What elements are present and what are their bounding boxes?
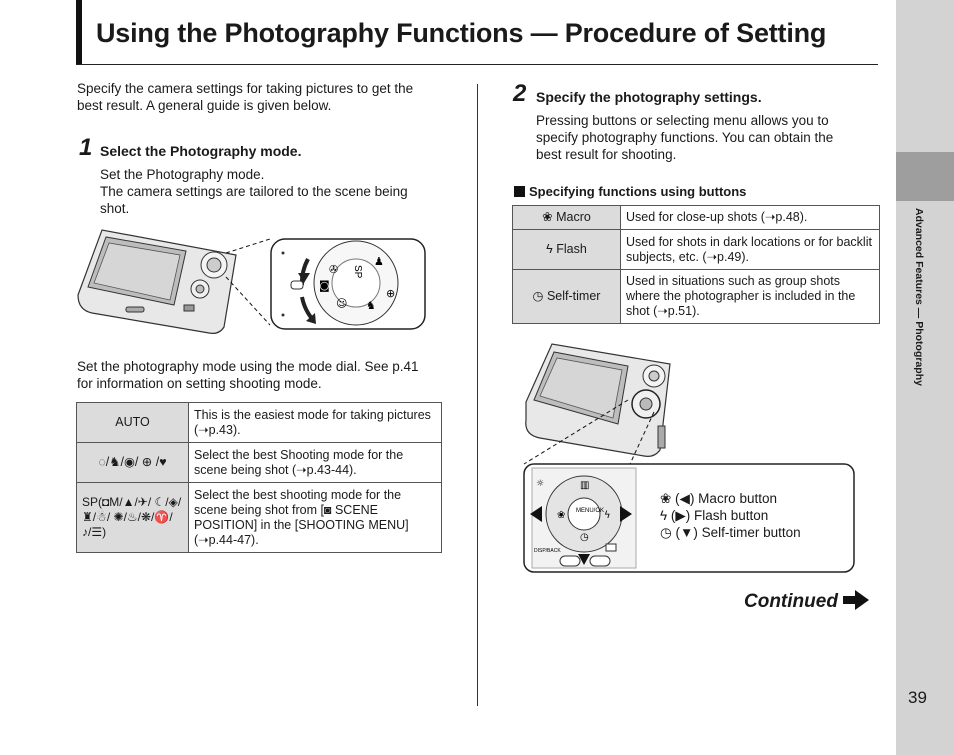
macro-icon: ❀ bbox=[542, 210, 553, 224]
button-key: ◷ Self-timer bbox=[512, 269, 621, 324]
natural-mode-icon: ☺ bbox=[336, 297, 347, 310]
dial-note-line: for information on setting shooting mode… bbox=[77, 376, 322, 391]
square-bullet-icon bbox=[514, 186, 525, 197]
mode-dial-illustration: SP ◙ ✇ ♟ ☺ ♞ ⊕ bbox=[77, 229, 426, 334]
mode-key: AUTO bbox=[76, 402, 189, 443]
mode-table: AUTO This is the easiest mode for taking… bbox=[76, 402, 442, 553]
macro-icon: ❀ bbox=[557, 510, 565, 521]
intro-line: best result. A general guide is given be… bbox=[77, 98, 332, 113]
button-label: Flash bbox=[556, 242, 587, 256]
step-body-line: The camera settings are tailored to the … bbox=[100, 184, 408, 199]
button-label: Self-timer bbox=[546, 289, 601, 303]
zoom-mode-icon: ⊕ bbox=[386, 287, 395, 300]
column-divider bbox=[477, 84, 478, 706]
portrait-mode-icon: ♟ bbox=[374, 255, 384, 268]
self-timer-icon: ◷ bbox=[580, 532, 589, 543]
button-desc: Used for close-up shots (➝p.48). bbox=[620, 205, 880, 230]
dial-sp-label: SP bbox=[352, 265, 363, 279]
button-key: ϟ Flash bbox=[512, 229, 621, 270]
button-key: ❀ Macro bbox=[512, 205, 621, 230]
continued-text: Continued bbox=[744, 591, 838, 612]
button-label: Macro bbox=[556, 210, 591, 224]
section-tab bbox=[896, 152, 954, 201]
table-row: ◌/♞/◉/ ⊕ /♥ Select the best Shooting mod… bbox=[76, 442, 442, 483]
page-number: 39 bbox=[908, 688, 927, 707]
step-number: 1 bbox=[79, 134, 93, 161]
page-title: Using the Photography Functions — Proced… bbox=[96, 18, 827, 48]
button-desc: Used in situations such as group shots w… bbox=[620, 269, 880, 324]
mode-key: SP(◘M/▲/✈/ ☾/◈/♜/☃/ ✺/♨/❋/♈/ ♪/☰) bbox=[76, 482, 189, 553]
mode-key: ◌/♞/◉/ ⊕ /♥ bbox=[76, 442, 189, 483]
mode-desc: This is the easiest mode for taking pict… bbox=[188, 402, 442, 443]
table-row: SP(◘M/▲/✈/ ☾/◈/♜/☃/ ✺/♨/❋/♈/ ♪/☰) Select… bbox=[76, 482, 442, 553]
menu-ok-label: MENU/OK bbox=[576, 508, 604, 514]
table-row: AUTO This is the easiest mode for taking… bbox=[76, 402, 442, 443]
button-pad-closeup: MENU/OK ❀ ϟ ◷ ▥ DISP/BACK ☼ bbox=[523, 463, 855, 573]
intro-text: Specify the camera settings for taking p… bbox=[77, 80, 413, 114]
mode-desc: Select the best Shooting mode for the sc… bbox=[188, 442, 442, 483]
step-body-line: Pressing buttons or selecting menu allow… bbox=[536, 113, 829, 128]
continued-label: Continued bbox=[744, 590, 870, 613]
section-heading-text: Specifying functions using buttons bbox=[529, 184, 747, 199]
flash-legend: ϟ (▶) Flash button bbox=[660, 508, 769, 523]
dial-note-line: Set the photography mode using the mode … bbox=[77, 359, 419, 374]
flash-icon: ϟ bbox=[604, 510, 611, 521]
timer-legend: ◷ (▼) Self-timer button bbox=[660, 525, 801, 540]
title-accent-bar bbox=[76, 0, 82, 64]
dial-note: Set the photography mode using the mode … bbox=[77, 358, 419, 392]
step-heading: Specify the photography settings. bbox=[536, 89, 762, 105]
camera-back-illustration bbox=[77, 229, 237, 334]
step-body-line: specify photography functions. You can o… bbox=[536, 130, 834, 145]
table-row: ϟ Flash Used for shots in dark locations… bbox=[512, 229, 880, 270]
flash-icon: ϟ bbox=[546, 242, 553, 256]
intro-line: Specify the camera settings for taking p… bbox=[77, 81, 414, 96]
step-heading: Select the Photography mode. bbox=[100, 143, 302, 159]
step-number: 2 bbox=[513, 80, 527, 107]
step-body-line: best result for shooting. bbox=[536, 147, 677, 162]
macro-legend: ❀ (◀) Macro button bbox=[660, 491, 777, 506]
buttons-table: ❀ Macro Used for close-up shots (➝p.48).… bbox=[512, 205, 880, 324]
step-body-line: shot. bbox=[100, 201, 130, 216]
mode-dial-closeup: SP ◙ ✇ ♟ ☺ ♞ ⊕ bbox=[270, 238, 426, 330]
step-body: Set the Photography mode. The camera set… bbox=[100, 166, 408, 217]
button-legend: ❀ (◀) Macro button ϟ (▶) Flash button ◷ … bbox=[660, 490, 801, 541]
step-body-line: Set the Photography mode. bbox=[100, 167, 265, 182]
camera-back-illustration bbox=[525, 343, 671, 457]
disp-back-label: DISP/BACK bbox=[534, 548, 561, 554]
side-label: Advanced Features — Photography bbox=[913, 208, 925, 386]
camera-mode-icon: ◙ bbox=[319, 279, 330, 292]
movie-mode-icon: ✇ bbox=[329, 263, 338, 276]
table-row: ❀ Macro Used for close-up shots (➝p.48). bbox=[512, 205, 880, 230]
button-desc: Used for shots in dark locations or for … bbox=[620, 229, 880, 270]
mode-desc: Select the best shooting mode for the sc… bbox=[188, 482, 442, 553]
sports-mode-icon: ♞ bbox=[366, 299, 376, 312]
self-timer-icon: ◷ bbox=[532, 289, 544, 303]
side-margin bbox=[896, 0, 954, 755]
trash-icon: ▥ bbox=[580, 480, 589, 491]
arrow-right-icon bbox=[843, 590, 870, 610]
title-rule bbox=[76, 64, 878, 65]
table-row: ◷ Self-timer Used in situations such as … bbox=[512, 269, 880, 324]
buttons-illustration: MENU/OK ❀ ϟ ◷ ▥ DISP/BACK ☼ bbox=[523, 343, 855, 573]
section-heading: Specifying functions using buttons bbox=[514, 184, 746, 199]
step-body: Pressing buttons or selecting menu allow… bbox=[536, 112, 833, 163]
brightness-icon: ☼ bbox=[536, 479, 544, 489]
